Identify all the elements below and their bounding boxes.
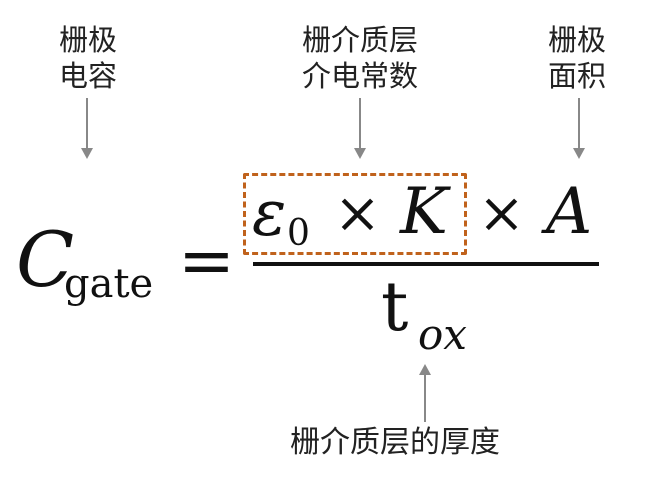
area-symbol: A: [546, 175, 593, 249]
down-arrow-icon: [573, 98, 585, 159]
capacitance-subscript: gate: [64, 261, 154, 307]
dielectric-thickness-label: 栅介质层的厚度: [290, 425, 500, 460]
multiply-sign: ×: [334, 181, 381, 246]
gate-area-label: 栅极 面积: [527, 22, 627, 94]
down-arrow-icon: [81, 98, 93, 159]
dielectric-constant-label-line1: 栅介质层: [301, 23, 418, 57]
gate-capacitance-label: 栅极 电容: [38, 22, 138, 94]
up-arrow-icon: [419, 364, 431, 422]
equals-sign: =: [178, 222, 235, 301]
multiply-sign: ×: [478, 181, 525, 246]
gate-capacitance-label-line1: 栅极: [58, 23, 117, 57]
gate-area-label-line2: 面积: [547, 59, 606, 93]
permittivity-highlight-box: [243, 173, 467, 255]
gate-area-label-line1: 栅极: [547, 23, 606, 57]
gate-capacitance-label-line2: 电容: [58, 59, 117, 93]
dielectric-constant-label-line2: 介电常数: [301, 59, 418, 93]
fraction-bar: [253, 262, 599, 266]
dielectric-constant-label: 栅介质层 介电常数: [265, 22, 455, 94]
thickness-symbol: t: [381, 268, 409, 347]
thickness-subscript: ox: [418, 310, 467, 359]
dielectric-constant-symbol: K: [400, 175, 448, 249]
permittivity-symbol: ε: [252, 177, 287, 251]
permittivity-subscript: 0: [287, 213, 310, 254]
down-arrow-icon: [354, 98, 366, 159]
capacitance-symbol: C: [16, 215, 75, 304]
